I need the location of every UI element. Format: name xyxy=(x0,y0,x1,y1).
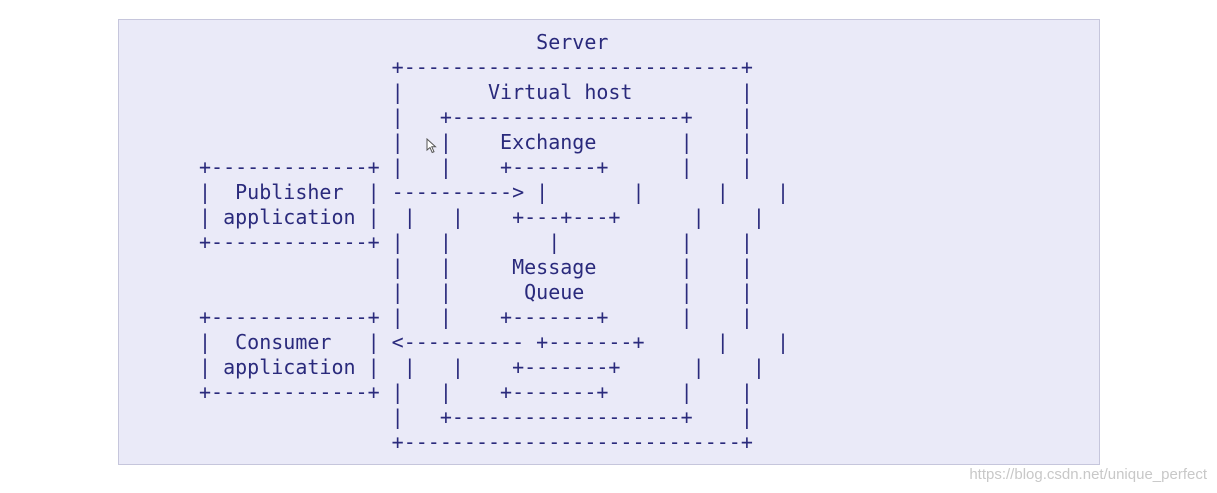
server-label-line: Server xyxy=(199,30,609,54)
watermark-url: https://blog.csdn.net/unique_perfect xyxy=(969,466,1207,483)
virtual-host-border-bottom: | +-------------------+ | xyxy=(199,405,753,429)
server-border-top: +----------------------------+ xyxy=(199,55,753,79)
ascii-diagram: Server +----------------------------+ | … xyxy=(199,30,789,455)
publisher-application-line: | application | | | +---+---+ | | xyxy=(199,205,765,229)
publisher-box-top: +-------------+ | | +-------+ | | xyxy=(199,155,753,179)
virtual-host-border-top: | +-------------------+ | xyxy=(199,105,753,129)
consumer-box-top: +-------------+ | | +-------+ | | xyxy=(199,305,753,329)
message-label-line: | | Message | | xyxy=(199,255,753,279)
diagram-panel: Server +----------------------------+ | … xyxy=(118,19,1100,465)
mouse-pointer-icon xyxy=(426,138,437,154)
consumer-application-line: | application | | | +-------+ | | xyxy=(199,355,765,379)
server-border-bottom: +----------------------------+ xyxy=(199,430,753,454)
virtual-host-label-line: | Virtual host | xyxy=(199,80,753,104)
publisher-label-arrow-line: | Publisher | ----------> | | | | xyxy=(199,180,790,204)
exchange-label-line: | | Exchange | | xyxy=(199,130,753,154)
queue-label-line: | | Queue | | xyxy=(199,280,753,304)
publisher-box-bottom: +-------------+ | | | | | xyxy=(199,230,753,254)
consumer-box-bottom: +-------------+ | | +-------+ | | xyxy=(199,380,753,404)
consumer-label-arrow-line: | Consumer | <---------- +-------+ | | xyxy=(199,330,790,354)
